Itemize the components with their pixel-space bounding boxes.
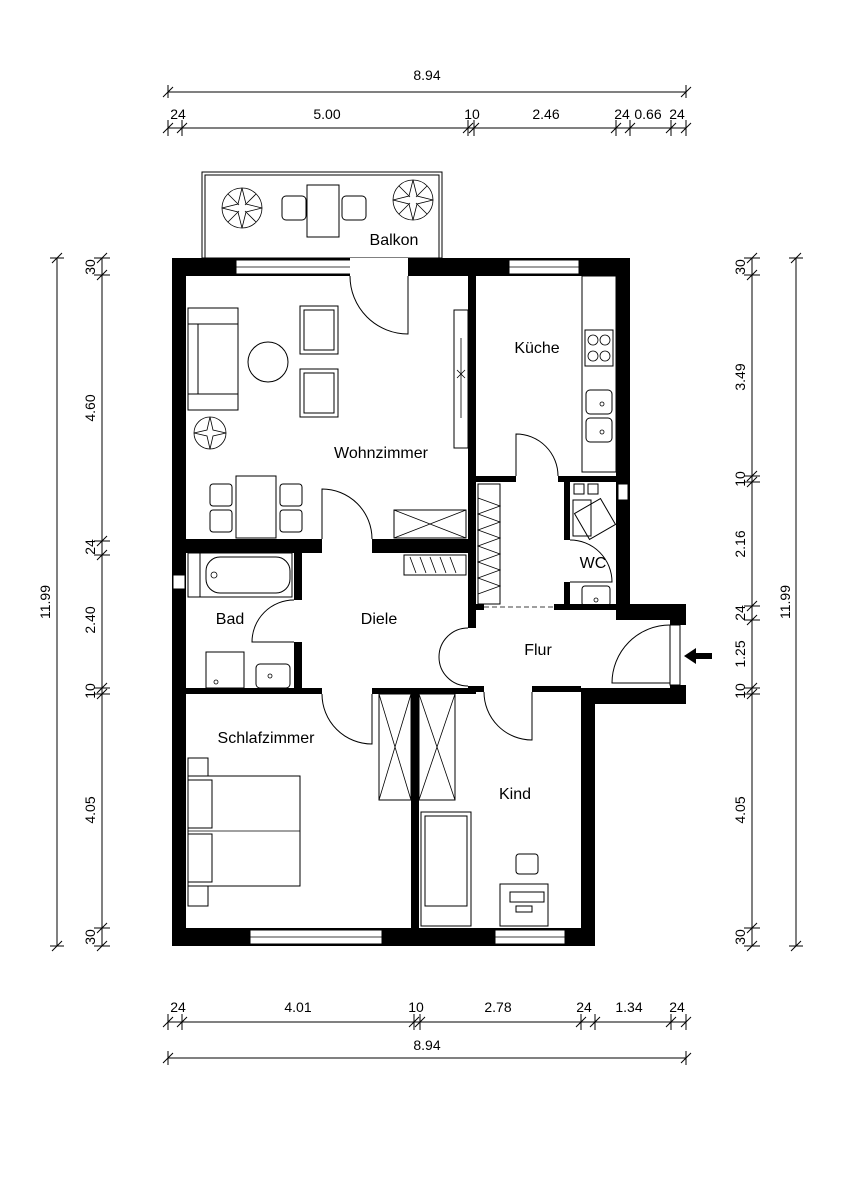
right-total-label: 11.99 xyxy=(777,585,793,619)
top-dimensions: 8.94 24 5.00 10 2.46 24 0.66 24 xyxy=(162,67,692,136)
top-seg-label: 2.46 xyxy=(532,106,559,122)
room-label-balkon: Balkon xyxy=(370,232,419,249)
right-seg-label: 30 xyxy=(732,259,748,275)
bottom-seg-label: 24 xyxy=(170,999,186,1015)
left-seg-label: 24 xyxy=(82,539,98,555)
plant-icon xyxy=(221,187,263,229)
balcony: Balkon xyxy=(201,171,443,259)
top-seg-label: 5.00 xyxy=(313,106,340,122)
right-seg-label: 24 xyxy=(732,605,748,621)
room-label-flur: Flur xyxy=(524,642,552,659)
plant-icon xyxy=(392,179,434,221)
left-seg-label: 2.40 xyxy=(82,606,98,633)
top-seg-label: 24 xyxy=(614,106,630,122)
hall-furniture xyxy=(403,554,467,576)
wc-furniture xyxy=(476,483,617,607)
wardrobe-shelf xyxy=(476,483,502,605)
right-seg-label: 3.49 xyxy=(732,363,748,390)
entrance-arrow-icon xyxy=(684,648,712,664)
left-dimensions: 11.99 30 4.60 24 2.40 10 4.05 30 xyxy=(37,252,110,952)
left-seg-label: 4.05 xyxy=(82,796,98,823)
doors xyxy=(251,258,686,745)
room-label-wohnzimmer: Wohnzimmer xyxy=(334,445,429,462)
left-total-label: 11.99 xyxy=(37,585,53,619)
bottom-seg-label: 10 xyxy=(408,999,424,1015)
room-label-kueche: Küche xyxy=(514,340,559,357)
right-seg-label: 10 xyxy=(732,471,748,487)
room-label-schlafzimmer: Schlafzimmer xyxy=(218,730,316,747)
room-label-wc: WC xyxy=(580,555,607,572)
room-labels: Küche Wohnzimmer WC Bad Diele Flur Schla… xyxy=(216,340,607,803)
top-seg-label: 24 xyxy=(170,106,186,122)
left-seg-label: 4.60 xyxy=(82,394,98,421)
top-seg-label: 0.66 xyxy=(634,106,661,122)
kids-room-furniture xyxy=(420,811,549,927)
right-seg-label: 1.25 xyxy=(732,640,748,667)
living-room-furniture xyxy=(187,305,469,539)
bottom-total-label: 8.94 xyxy=(413,1037,440,1053)
bottom-dimensions: 24 4.01 10 2.78 24 1.34 24 8.94 xyxy=(162,999,692,1065)
right-seg-label: 2.16 xyxy=(732,530,748,557)
kitchen-furniture xyxy=(581,275,617,473)
bath-furniture xyxy=(187,552,293,689)
room-label-diele: Diele xyxy=(361,611,398,628)
room-label-kind: Kind xyxy=(499,786,531,803)
bottom-seg-label: 1.34 xyxy=(615,999,642,1015)
walls xyxy=(172,258,686,946)
bedroom-furniture xyxy=(187,693,456,907)
top-seg-label: 24 xyxy=(669,106,685,122)
right-dimensions: 30 3.49 10 2.16 24 1.25 10 4.05 30 11.99 xyxy=(732,252,803,952)
room-label-bad: Bad xyxy=(216,611,244,628)
left-seg-label: 10 xyxy=(82,683,98,699)
plant-icon xyxy=(193,416,227,450)
right-seg-label: 10 xyxy=(732,683,748,699)
right-seg-label: 4.05 xyxy=(732,796,748,823)
bottom-seg-label: 2.78 xyxy=(484,999,511,1015)
right-seg-label: 30 xyxy=(732,929,748,945)
left-seg-label: 30 xyxy=(82,929,98,945)
bottom-seg-label: 4.01 xyxy=(284,999,311,1015)
left-seg-label: 30 xyxy=(82,259,98,275)
windows xyxy=(172,259,629,945)
top-total-label: 8.94 xyxy=(413,67,440,83)
top-seg-label: 10 xyxy=(464,106,480,122)
bottom-seg-label: 24 xyxy=(576,999,592,1015)
bottom-seg-label: 24 xyxy=(669,999,685,1015)
